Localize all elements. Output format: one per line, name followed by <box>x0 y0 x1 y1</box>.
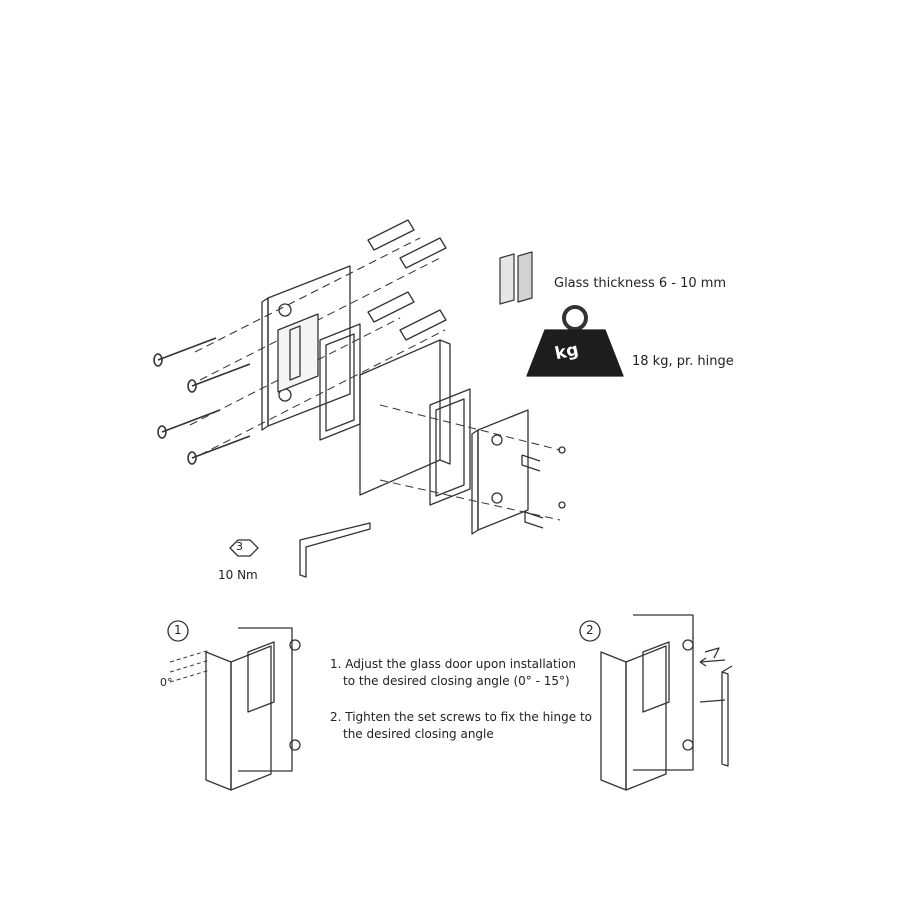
step1-angle-label: 0° <box>160 676 173 689</box>
hex-size-label: 3 <box>236 540 243 553</box>
step2-number: 2 <box>586 623 594 637</box>
instruction-step-1: 1. Adjust the glass door upon installati… <box>330 657 577 688</box>
hex-key <box>299 522 371 578</box>
angle-indicator-lines <box>169 649 211 683</box>
hex-badge <box>229 539 259 557</box>
glass-thickness-label: Glass thickness 6 - 10 mm <box>554 276 727 291</box>
gasket-back <box>429 388 471 506</box>
step2-hinge-drawing <box>579 614 694 791</box>
kg-weight-icon <box>526 305 624 377</box>
clamp-bolts <box>521 446 566 529</box>
wall-screws <box>153 337 251 465</box>
clamp-plate <box>471 409 529 535</box>
wall-anchors <box>367 219 447 341</box>
set-screw-arrows <box>699 647 733 767</box>
wall-plate <box>261 265 351 431</box>
step1-number: 1 <box>174 623 182 637</box>
load-capacity-label: 18 kg, pr. hinge <box>632 354 734 369</box>
gasket-front <box>319 323 361 441</box>
instruction-step-2: 2. Tighten the set screws to fix the hin… <box>330 710 592 741</box>
torque-label: 10 Nm <box>218 568 258 582</box>
glass-icon <box>499 251 533 305</box>
step1-hinge-drawing <box>167 620 301 791</box>
